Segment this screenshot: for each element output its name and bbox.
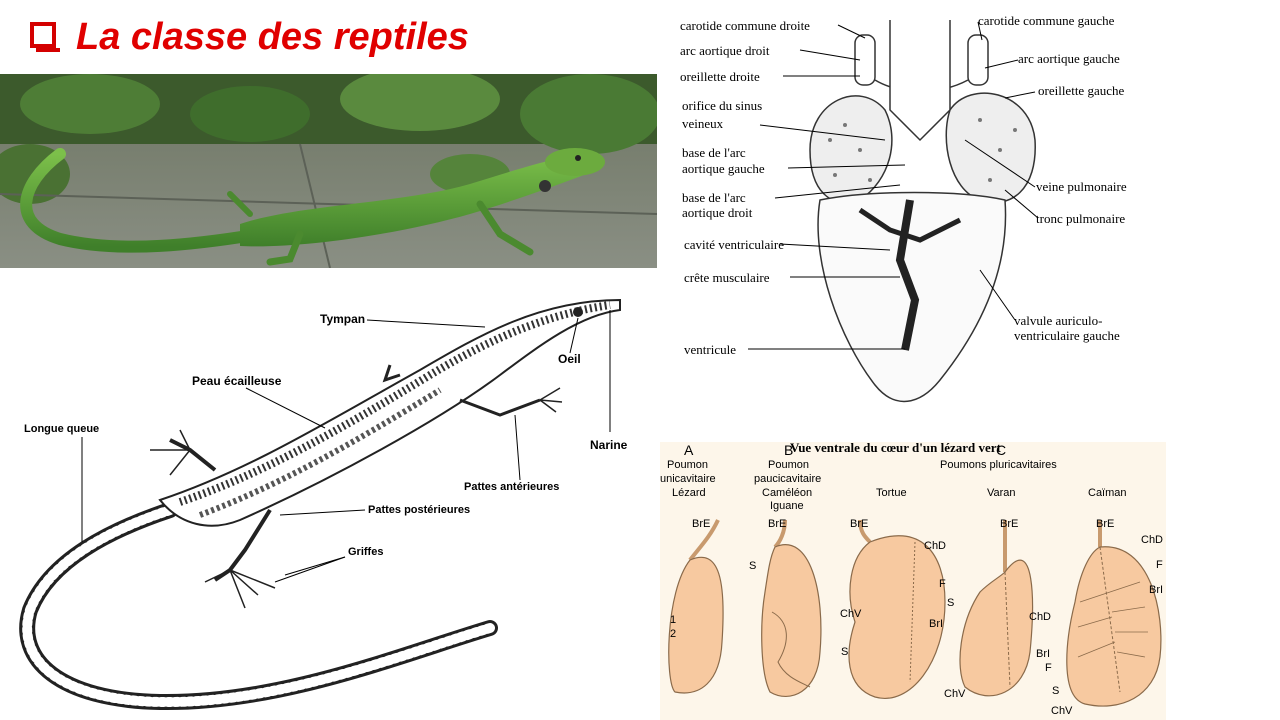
label-arc-droit: arc aortique droit: [680, 43, 770, 58]
slide-title: La classe des reptiles: [30, 12, 469, 62]
lizard-anatomy-diagram: Tympan Oeil Peau écailleuse Narine Longu…: [0, 270, 660, 720]
label-oreillette-droite: oreillette droite: [680, 69, 760, 84]
lung-caiman-bre: BrE: [1096, 518, 1115, 530]
label-orifice-2: veineux: [682, 116, 724, 131]
label-pattes-posterieures: Pattes postérieures: [368, 504, 471, 516]
lung-b-name-3: Caméléon: [762, 487, 813, 499]
lung-b-name-1: Poumon: [768, 459, 809, 471]
page-title: La classe des reptiles: [76, 15, 469, 58]
label-pattes-anterieures: Pattes antérieures: [464, 481, 560, 493]
lung-varan-chv: ChV: [944, 688, 966, 700]
label-queue: Longue queue: [24, 423, 100, 435]
label-crete: crête musculaire: [684, 270, 770, 285]
lung-group-label: Poumons pluricavitaires: [940, 459, 1057, 471]
label-orifice-1: orifice du sinus: [682, 98, 763, 113]
lung-varan-chd: ChD: [1029, 611, 1052, 623]
lung-a-bre: BrE: [692, 518, 711, 530]
label-oreillette-gauche: oreillette gauche: [1038, 83, 1125, 98]
lung-c-bri: BrI: [929, 618, 944, 630]
label-base-droit-1: base de l'arc: [682, 190, 746, 205]
lung-caiman-f: F: [1156, 559, 1163, 571]
label-tympan: Tympan: [320, 312, 366, 326]
heart-drawing: [660, 0, 1280, 440]
lung-b-name-4: Iguane: [770, 500, 804, 512]
lung-varan-bre: BrE: [1000, 518, 1019, 530]
lung-c-s: S: [841, 646, 849, 658]
label-base-gauche-2: aortique gauche: [682, 161, 765, 176]
lung-a-name-3: Lézard: [672, 487, 706, 499]
lung-caiman-s: S: [1052, 685, 1060, 697]
label-ventricule: ventricule: [684, 342, 736, 357]
lizard-drawing: [0, 270, 660, 720]
label-tronc-pulmonaire: tronc pulmonaire: [1036, 211, 1126, 226]
label-veine-pulmonaire: veine pulmonaire: [1036, 179, 1127, 194]
lizard-photo-image: [0, 74, 657, 268]
label-cavite: cavité ventriculaire: [684, 237, 784, 252]
label-valvule-1: valvule auriculo-: [1014, 313, 1103, 328]
lung-caiman-name: Caïman: [1088, 487, 1127, 499]
lung-c-chv: ChV: [840, 608, 862, 620]
heart-caption: Vue ventrale du cœur d'un lézard vert: [790, 442, 1001, 455]
lung-varan-bri: BrI: [1036, 648, 1051, 660]
label-oeil: Oeil: [558, 352, 581, 366]
lung-c-bre: BrE: [850, 518, 869, 530]
lung-a-name-1: Poumon: [667, 459, 708, 471]
lung-b-name-2: paucicavitaire: [754, 473, 822, 485]
lung-varan-s: S: [947, 597, 955, 609]
lung-c-f: F: [939, 578, 946, 590]
label-peau: Peau écailleuse: [192, 374, 282, 388]
label-valvule-2: ventriculaire gauche: [1014, 328, 1120, 343]
lizard-photo: [0, 74, 657, 268]
lungs-diagram: Vue ventrale du cœur d'un lézard vert A …: [660, 442, 1166, 720]
label-carotide-gauche: carotide commune gauche: [978, 13, 1115, 28]
lung-c-letter: C: [996, 442, 1007, 458]
lung-a-name-2: unicavitaire: [660, 473, 716, 485]
label-base-droit-2: aortique droit: [682, 205, 753, 220]
heart-diagram: carotide commune droite carotide commune…: [660, 0, 1280, 440]
lung-a-2: 2: [670, 628, 677, 640]
lung-b-bre: BrE: [768, 518, 787, 530]
lung-caiman-chv: ChV: [1051, 705, 1073, 717]
lung-b-letter: B: [784, 442, 794, 458]
label-griffes: Griffes: [348, 546, 384, 558]
checkbox-bullet-icon: [30, 22, 60, 52]
label-base-gauche-1: base de l'arc: [682, 145, 746, 160]
lung-caiman-bri: BrI: [1149, 584, 1164, 596]
lung-varan-name: Varan: [987, 487, 1016, 499]
label-narine: Narine: [590, 438, 628, 452]
lung-b-s: S: [749, 560, 757, 572]
lung-c-name: Tortue: [876, 487, 907, 499]
label-carotide-droite: carotide commune droite: [680, 18, 810, 33]
lung-a-1: 1: [670, 614, 677, 626]
lung-c-chd: ChD: [924, 540, 947, 552]
lung-varan-f: F: [1045, 662, 1052, 674]
lungs-drawing: [668, 519, 1162, 707]
lung-a-letter: A: [684, 442, 694, 458]
label-arc-gauche: arc aortique gauche: [1018, 51, 1120, 66]
lung-caiman-chd: ChD: [1141, 534, 1164, 546]
